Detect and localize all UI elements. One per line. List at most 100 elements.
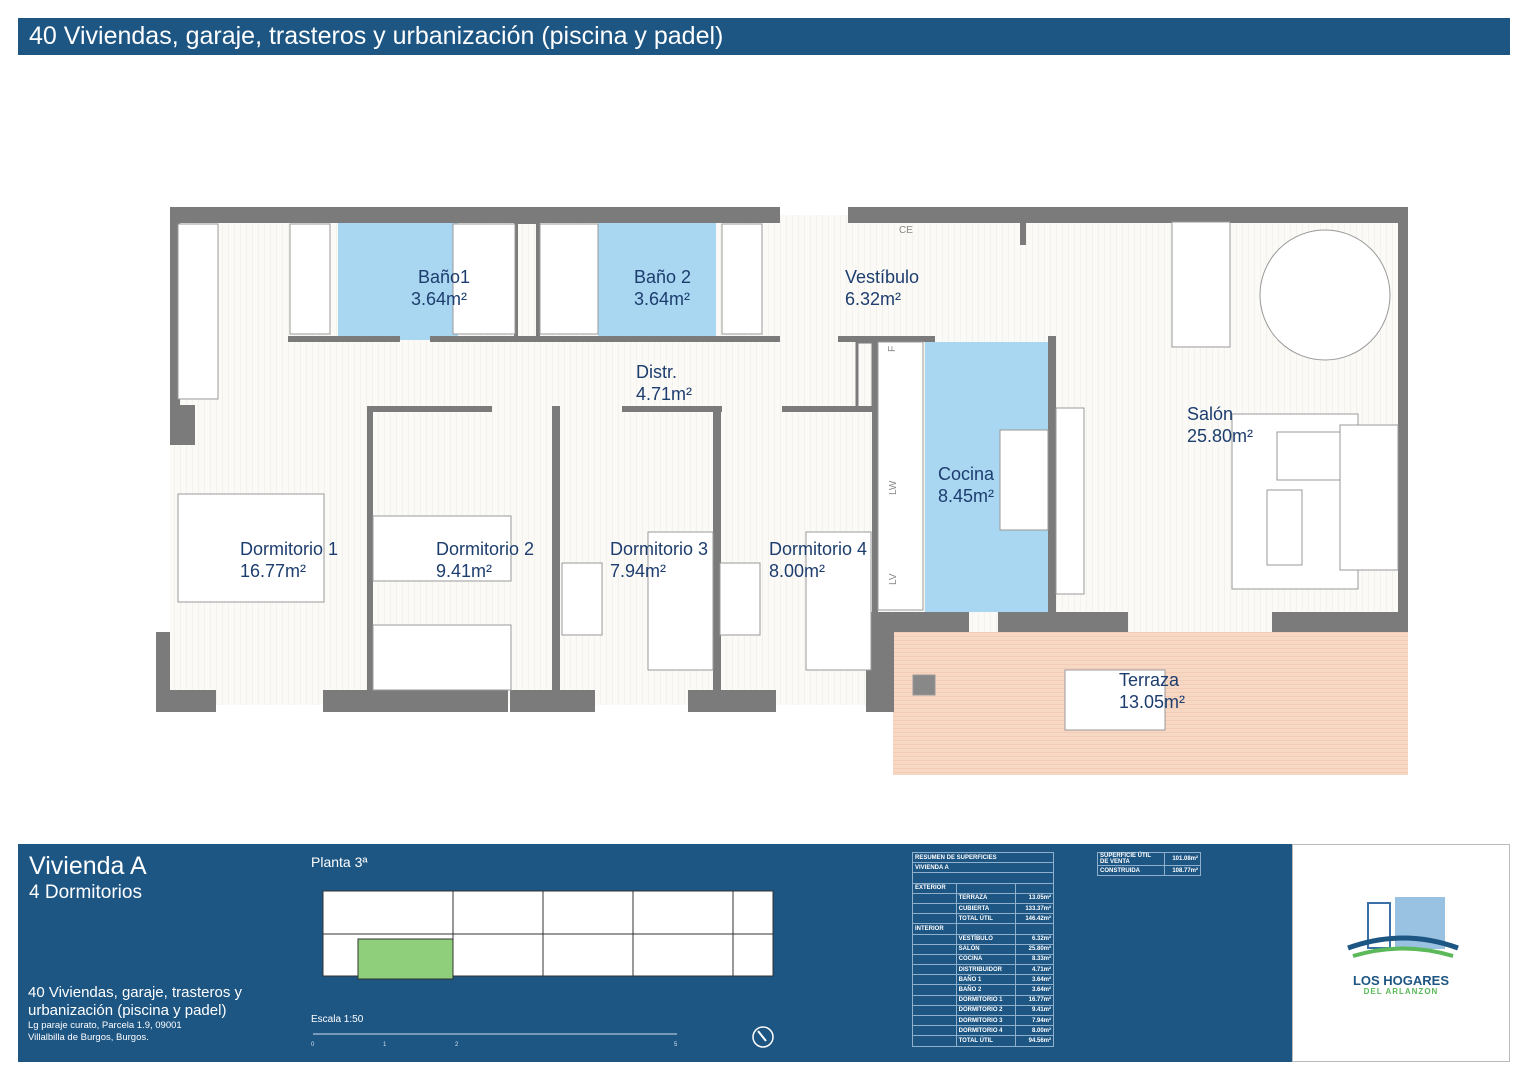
summary-unit: VIVIENDA A xyxy=(912,862,1054,874)
bath2-floor xyxy=(598,222,716,340)
unit-subtitle: 4 Dormitorios xyxy=(29,882,142,903)
room-area-salon: 25.80m² xyxy=(1187,426,1253,446)
room-name-dorm1: Dormitorio 1 xyxy=(240,539,338,559)
summary-row-value: 9.41m² xyxy=(1015,1004,1054,1017)
label-lv: LV xyxy=(888,573,899,585)
bath1-floor xyxy=(338,222,458,340)
walls xyxy=(156,207,1408,712)
room-name-terraza: Terraza xyxy=(1119,670,1180,690)
room-area-dorm4: 8.00m² xyxy=(769,561,825,581)
label-lw: LW xyxy=(888,480,899,495)
north-arrow-icon xyxy=(752,1026,774,1048)
summary-row-value: 8.33m² xyxy=(1015,953,1054,966)
logo-mark-icon xyxy=(1347,897,1459,958)
room-name-cocina: Cocina xyxy=(938,464,995,484)
summary-row-label: CUBIERTA xyxy=(955,902,1017,915)
summary-row-label: TOTAL ÚTIL xyxy=(955,913,1017,925)
summary-row-value: 4.71m² xyxy=(1015,964,1054,976)
room-name-vestibulo: Vestíbulo xyxy=(845,267,919,287)
summary-row-value: 94.56m² xyxy=(1015,1035,1054,1047)
summary-row-label: DORMITORIO 1 xyxy=(955,994,1017,1006)
info-panel: Vivienda A 4 Dormitorios 40 Viviendas, g… xyxy=(18,844,1292,1062)
room-name-distr: Distr. xyxy=(636,362,677,382)
room-area-cocina: 8.45m² xyxy=(938,486,994,506)
exterior-label: EXTERIOR xyxy=(912,882,957,894)
summary-row-value: 3.64m² xyxy=(1015,984,1054,996)
scale-label: Escala 1:50 xyxy=(311,1014,364,1025)
summary-row-label: DORMITORIO 2 xyxy=(955,1004,1017,1017)
room-name-bano2: Baño 2 xyxy=(634,267,691,287)
logo-line2: DEL ARLANZON xyxy=(1363,987,1439,996)
summary-row-value: 7.94m² xyxy=(1015,1014,1054,1027)
logo-line1: LOS HOGARES xyxy=(1352,973,1450,988)
address-line2: Villalbilla de Burgos, Burgos. xyxy=(28,1032,149,1043)
room-name-dorm2: Dormitorio 2 xyxy=(436,539,534,559)
summary-row-label: SALÓN xyxy=(955,943,1017,955)
furniture xyxy=(177,221,1399,731)
summary-row-value: 146.42m² xyxy=(1015,913,1054,925)
summary-row-value: 6.32m² xyxy=(1015,933,1054,945)
summary-row-value: 133.37m² xyxy=(1015,902,1054,915)
venta-label1: SUPERFICIE ÚTIL xyxy=(1100,853,1152,859)
unit-title: Vivienda A xyxy=(29,852,147,880)
room-area-distr: 4.71m² xyxy=(636,384,692,404)
summary-row-label: DORMITORIO 3 xyxy=(955,1014,1017,1027)
summary-row-label: BAÑO 2 xyxy=(955,984,1017,996)
room-area-terraza: 13.05m² xyxy=(1119,692,1185,712)
key-plan xyxy=(322,890,774,980)
summary-row-value: 3.64m² xyxy=(1015,974,1054,986)
construida-value: 108.77m² xyxy=(1163,864,1202,877)
logo: LOS HOGARES DEL ARLANZON xyxy=(1292,844,1510,1062)
room-name-dorm4: Dormitorio 4 xyxy=(769,539,867,559)
scale-tick-0: 0 xyxy=(311,1042,315,1048)
room-area-dorm2: 9.41m² xyxy=(436,561,492,581)
construida-label: CONSTRUIDA xyxy=(1097,864,1165,877)
summary-row-label: TOTAL ÚTIL xyxy=(955,1035,1017,1047)
summary-title: RESUMEN DE SUPERFICIES xyxy=(912,851,1054,864)
room-name-dorm3: Dormitorio 3 xyxy=(610,539,708,559)
room-name-salon: Salón xyxy=(1187,404,1233,424)
room-area-bano1: 3.64m² xyxy=(411,289,467,309)
room-area-vestibulo: 6.32m² xyxy=(845,289,901,309)
interior-label: INTERIOR xyxy=(912,923,957,935)
summary-row-value: 13.05m² xyxy=(1015,892,1054,904)
scale-tick-1: 1 xyxy=(383,1042,387,1048)
summary-row-label: BAÑO 1 xyxy=(955,974,1017,986)
label-ce: CE xyxy=(899,225,913,236)
summary-row-value: 8.00m² xyxy=(1015,1025,1054,1037)
scale-tick-5: 5 xyxy=(674,1042,678,1048)
surface-summary-table: RESUMEN DE SUPERFICIES VIVIENDA A EXTERI… xyxy=(912,851,1054,1047)
summary-row-value: 16.77m² xyxy=(1015,994,1054,1006)
summary-row-label: COCINA xyxy=(955,953,1017,966)
room-area-bano2: 3.64m² xyxy=(634,289,690,309)
room-name-bano1: Baño1 xyxy=(418,267,470,287)
summary-row-label: TERRAZA xyxy=(955,892,1017,904)
floor-label: Planta 3ª xyxy=(311,854,368,870)
summary-row-label: VESTÍBULO xyxy=(955,933,1017,945)
scale-bar: 0 1 2 5 xyxy=(311,1033,678,1048)
summary-row-value: 25.80m² xyxy=(1015,943,1054,955)
project-name: 40 Viviendas, garaje, trasteros y urbani… xyxy=(28,984,243,1019)
summary-row-label: DORMITORIO 4 xyxy=(955,1025,1017,1037)
summary-row-label: DISTRIBUIDOR xyxy=(955,964,1017,976)
label-f: F xyxy=(887,346,898,352)
room-area-dorm1: 16.77m² xyxy=(240,561,306,581)
page-title: 40 Viviendas, garaje, trasteros y urbani… xyxy=(18,18,1510,55)
room-area-dorm3: 7.94m² xyxy=(610,561,666,581)
venta-value: 101.08m² xyxy=(1163,852,1202,866)
